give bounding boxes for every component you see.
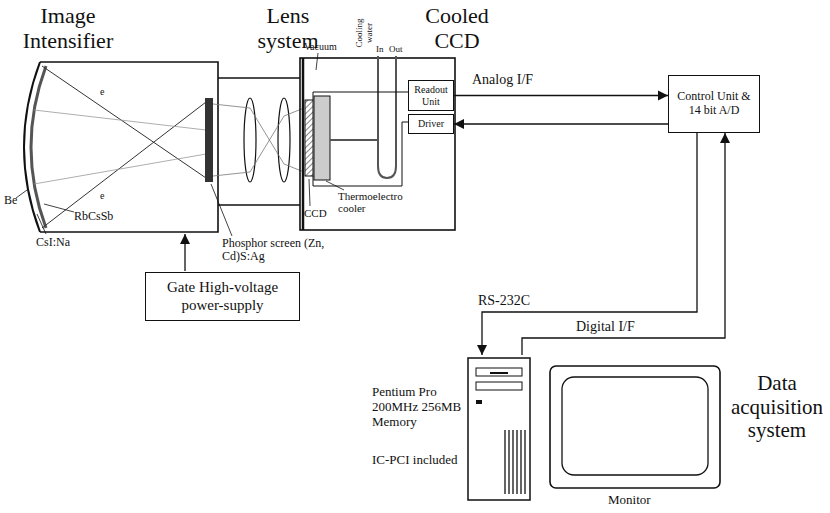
driver-wire (313, 186, 402, 187)
node-text: Control Unit & 14 bit A/D (673, 90, 755, 118)
leader-line (211, 184, 232, 236)
device-label: Monitor (608, 493, 651, 508)
material-label: RbCsSb (74, 210, 113, 223)
node-text: Readout Unit (411, 84, 451, 107)
lens (244, 98, 256, 182)
electron-ray (42, 66, 206, 178)
part-label: Vacuum (304, 41, 337, 52)
material-label: Be (4, 194, 17, 207)
node-note: IC-PCI included (372, 453, 464, 468)
leader-line (16, 190, 27, 198)
signal-connector (454, 123, 668, 124)
node-text: Driver (418, 118, 444, 130)
signal-connector (482, 133, 697, 355)
flow-label: In (376, 44, 384, 54)
readout-wire (313, 92, 408, 93)
interface-label: Digital I/F (574, 319, 637, 335)
driver-wire (313, 176, 314, 186)
node-text: Pentium Pro 200MHz 256MB Memory (372, 385, 464, 430)
electron-ray (42, 102, 206, 228)
light-ray (213, 108, 304, 176)
power-supply-box: Gate High-voltage power-supply (145, 272, 300, 321)
signal-connector (522, 133, 725, 355)
part-label: Phosphor screen (Zn, Cd)S:Ag (222, 237, 334, 264)
leader-line (37, 214, 46, 234)
part-label: CCD (304, 207, 327, 219)
thermoelectric-cooler (314, 96, 330, 180)
high-voltage-lead (184, 234, 185, 271)
electron-label: e (100, 86, 104, 97)
driver-wire (402, 122, 403, 186)
interface-label: RS-232C (476, 293, 532, 309)
leader-line (309, 179, 310, 206)
readout-wire (313, 92, 314, 100)
interface-label: Analog I/F (470, 72, 535, 88)
driver-box: Driver (408, 114, 454, 134)
flow-label: Out (389, 44, 403, 54)
section-title: Cooled CCD (412, 4, 502, 53)
part-label: Cooling water (354, 10, 374, 56)
signal-connector (454, 95, 668, 96)
leader-line (44, 204, 74, 212)
electron-ray (34, 154, 206, 184)
vent-grill (504, 430, 526, 494)
photocathode (31, 66, 46, 228)
lens (278, 98, 290, 182)
control-unit-box: Control Unit & 14 bit A/D (668, 75, 760, 133)
part-label: Thermoelectro cooler (338, 190, 408, 215)
phosphor-screen (205, 98, 213, 182)
monitor-case (550, 366, 720, 488)
intensifier-housing (40, 62, 218, 232)
monitor-screen (562, 377, 708, 475)
cooling-contact (330, 139, 378, 141)
electron-ray (34, 110, 206, 130)
drive-bay (476, 368, 522, 376)
computer-tower (468, 358, 530, 500)
material-label: CsI:Na (36, 236, 70, 249)
light-ray (213, 104, 304, 172)
cooling-water-pipe (378, 56, 396, 178)
electron-label: e (100, 190, 104, 201)
computer: Pentium Pro 200MHz 256MB MemoryIC-PCI in… (372, 355, 532, 505)
node-text: Gate High-voltage power-supply (151, 279, 294, 314)
ccd-chip (305, 100, 313, 176)
lens-tube (218, 77, 300, 79)
lens-tube (218, 204, 300, 206)
readout-unit-box: Readout Unit (408, 80, 454, 111)
power-button (476, 400, 482, 404)
vacuum-window (302, 58, 305, 230)
section-title: Data acquisition system (728, 372, 826, 443)
drive-slot (490, 372, 508, 374)
section-title: Image Intensifier (8, 4, 128, 53)
drive-bay (476, 382, 522, 390)
leader-line (316, 53, 318, 70)
leader-line (326, 181, 344, 190)
